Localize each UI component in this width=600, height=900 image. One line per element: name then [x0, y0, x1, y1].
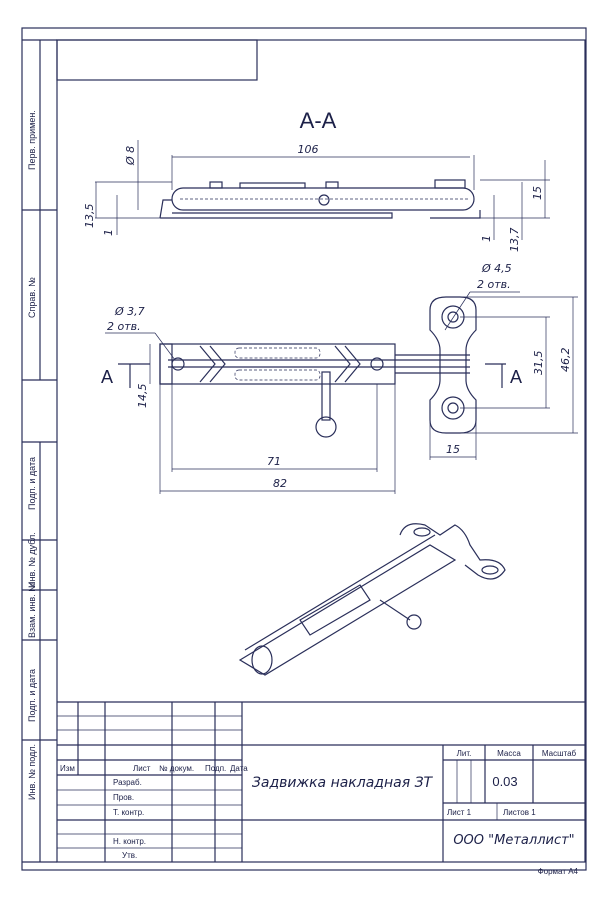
label-inv-dubl: Инв. № дубл. — [27, 532, 37, 588]
header-ndokum: № докум. — [159, 764, 194, 773]
outer-frame — [21, 27, 587, 871]
dim-13-5: 13,5 — [83, 204, 96, 229]
scale-label: Масштаб — [542, 749, 577, 758]
role-t-kontr: Т. контр. — [113, 808, 144, 817]
product-name: Задвижка накладная ЗТ — [252, 775, 434, 791]
side-strip: Перв. примен. Справ. № Подп. и дата Инв.… — [22, 39, 57, 863]
mass-label: Масса — [497, 749, 521, 758]
label-perv-primen: Перв. примен. — [27, 110, 37, 170]
section-title: А-А — [300, 108, 337, 133]
header-podp: Подп. — [205, 764, 226, 773]
dim-1-left: 1 — [102, 229, 115, 236]
dim-15-height: 15 — [531, 186, 544, 200]
label-podp-data-1: Подп. и дата — [27, 457, 37, 510]
label-podp-data-2: Подп. и дата — [27, 669, 37, 722]
isometric-view — [238, 523, 506, 676]
hole-right-count: 2 отв. — [477, 278, 511, 291]
company-name: ООО "Металлист" — [453, 833, 574, 848]
dim-71: 71 — [267, 455, 281, 468]
dim-82: 82 — [273, 477, 287, 490]
dim-dia-8: Ø 8 — [124, 146, 137, 166]
cut-marker-left: А — [101, 367, 113, 387]
sheet-count: Листов 1 — [503, 808, 536, 817]
cut-marker-right: А — [510, 367, 522, 387]
role-prov: Пров. — [113, 793, 134, 802]
inner-frame — [56, 39, 586, 863]
hole-left-count: 2 отв. — [107, 320, 141, 333]
dim-14-5: 14,5 — [136, 384, 149, 409]
label-inv-podl: Инв. № подл. — [27, 744, 37, 800]
format-label: Формат А4 — [538, 867, 579, 876]
dim-31-5: 31,5 — [532, 351, 545, 376]
dim-13-7: 13,7 — [508, 228, 521, 253]
bolt-body — [171, 187, 475, 211]
label-vzam-inv: Взам. инв. № — [27, 582, 37, 638]
plan-view: А А Ø 3,7 2 отв. Ø 4,5 2 отв. 14,5 71 82… — [101, 262, 578, 494]
top-left-box — [56, 39, 258, 81]
header-izm: Изм — [60, 764, 75, 773]
dim-106: 106 — [298, 143, 319, 156]
mass-value: 0.03 — [492, 774, 517, 789]
header-data: Дата — [230, 764, 248, 773]
hole-right-dia: Ø 4,5 — [481, 262, 512, 275]
label-sprav-no: Справ. № — [27, 277, 37, 318]
lit-label: Лит. — [457, 749, 472, 758]
section-view-a-a: А-А 106 Ø 8 13,5 1 15 13,7 1 — [83, 108, 550, 252]
role-razrab: Разраб. — [113, 778, 142, 787]
header-list: Лист — [133, 764, 151, 773]
sheet-number: Лист 1 — [447, 808, 472, 817]
title-block: Изм Лист № докум. Подп. Дата Разраб. Про… — [57, 701, 585, 876]
dim-15-bracket: 15 — [446, 443, 460, 456]
hole-left-dia: Ø 3,7 — [114, 305, 145, 318]
role-n-kontr: Н. контр. — [113, 837, 146, 846]
role-utv: Утв. — [122, 851, 137, 860]
dim-1-right: 1 — [480, 235, 493, 242]
dim-46-2: 46,2 — [559, 348, 572, 373]
